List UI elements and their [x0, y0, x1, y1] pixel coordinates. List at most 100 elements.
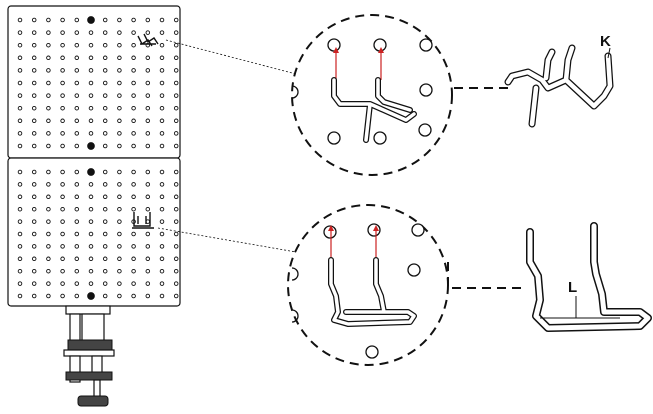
peg-hole	[131, 281, 136, 286]
peg-hole	[173, 244, 179, 249]
peg-hole	[173, 68, 179, 73]
peg-hole	[159, 93, 165, 98]
peg-hole	[145, 231, 151, 237]
peg-hole	[74, 55, 80, 61]
peg-hole	[173, 194, 179, 200]
peg-hole	[60, 268, 65, 274]
peg-hole	[159, 206, 165, 212]
pegboard-stand	[7, 5, 181, 407]
peg-hole	[131, 182, 136, 187]
peg-hole	[17, 42, 23, 48]
peg-hole	[31, 206, 37, 212]
peg-hole	[17, 68, 23, 73]
peg-hole	[131, 55, 136, 61]
peg-hole	[46, 68, 51, 73]
peg-hole	[17, 194, 23, 200]
peg-hole	[159, 80, 165, 86]
peg-hole	[31, 244, 37, 249]
peg-hole	[17, 131, 23, 136]
peg-hole	[17, 244, 23, 249]
peg-hole	[74, 256, 80, 262]
peg-hole	[145, 93, 151, 98]
peg-hole	[74, 118, 80, 124]
peg-hole	[87, 292, 95, 300]
peg-hole	[159, 17, 165, 23]
peg-hole	[74, 80, 80, 86]
peg-hole	[173, 93, 179, 98]
peg-hole	[17, 55, 23, 61]
peg-hole	[117, 143, 122, 149]
peg-hole	[117, 281, 122, 286]
peg-hole	[88, 206, 94, 212]
peg-hole	[102, 182, 108, 187]
peg-hole	[46, 30, 51, 35]
peg-hole	[173, 118, 179, 124]
peg-hole	[102, 55, 108, 61]
peg-hole	[173, 131, 179, 136]
peg-hole	[31, 256, 37, 262]
peg-hole	[60, 55, 65, 61]
peg-hole	[173, 281, 179, 286]
hook-l-detail: L	[526, 222, 652, 332]
peg-hole	[74, 143, 80, 149]
peg-hole	[145, 55, 151, 61]
peg-hole	[131, 93, 136, 98]
peg-hole	[31, 268, 37, 274]
peg-hole	[117, 256, 122, 262]
peg-hole	[74, 219, 80, 224]
peg-hole	[46, 55, 51, 61]
peg-hole	[159, 105, 165, 111]
peg-hole	[159, 194, 165, 200]
peg-hole	[117, 105, 122, 111]
peg-hole	[159, 244, 165, 249]
peg-hole	[102, 143, 108, 149]
peg-hole	[88, 182, 94, 187]
peg-hole	[159, 131, 165, 136]
peg-hole	[88, 42, 94, 48]
peg-hole	[74, 42, 80, 48]
peg-hole	[117, 42, 122, 48]
peg-hole	[159, 42, 165, 48]
peg-hole	[31, 293, 37, 299]
peg-hole	[46, 244, 51, 249]
peg-hole	[131, 293, 136, 299]
peg-hole	[46, 93, 51, 98]
peg-hole	[74, 293, 80, 299]
peg-hole	[145, 118, 151, 124]
peg-hole	[131, 268, 136, 274]
peg-hole	[102, 194, 108, 200]
peg-hole	[31, 194, 37, 200]
peg-hole	[74, 93, 80, 98]
peg-hole	[117, 118, 122, 124]
peg-hole	[74, 206, 80, 212]
peg-hole	[88, 68, 94, 73]
peg-hole	[145, 194, 151, 200]
peg-hole	[131, 131, 136, 136]
peg-hole	[17, 206, 23, 212]
peg-hole	[60, 93, 65, 98]
peg-hole	[88, 131, 94, 136]
peg-hole	[88, 244, 94, 249]
peg-hole	[173, 219, 179, 224]
peg-hole	[88, 105, 94, 111]
peg-hole	[60, 143, 65, 149]
peg-hole	[31, 118, 37, 124]
peg-hole	[117, 231, 122, 237]
peg-hole	[173, 30, 179, 35]
peg-hole	[131, 244, 136, 249]
peg-hole	[131, 17, 136, 23]
callout-lower-arrows	[328, 225, 379, 262]
peg-hole	[60, 118, 65, 124]
peg-hole	[60, 105, 65, 111]
peg-hole	[159, 55, 165, 61]
peg-hole	[74, 17, 80, 23]
callout-upper	[291, 14, 453, 176]
peg-hole	[46, 206, 51, 212]
peg-hole	[60, 256, 65, 262]
peg-hole	[46, 182, 51, 187]
peg-hole	[173, 143, 179, 149]
peg-hole	[60, 194, 65, 200]
peg-hole	[117, 268, 122, 274]
peg-hole	[117, 206, 122, 212]
